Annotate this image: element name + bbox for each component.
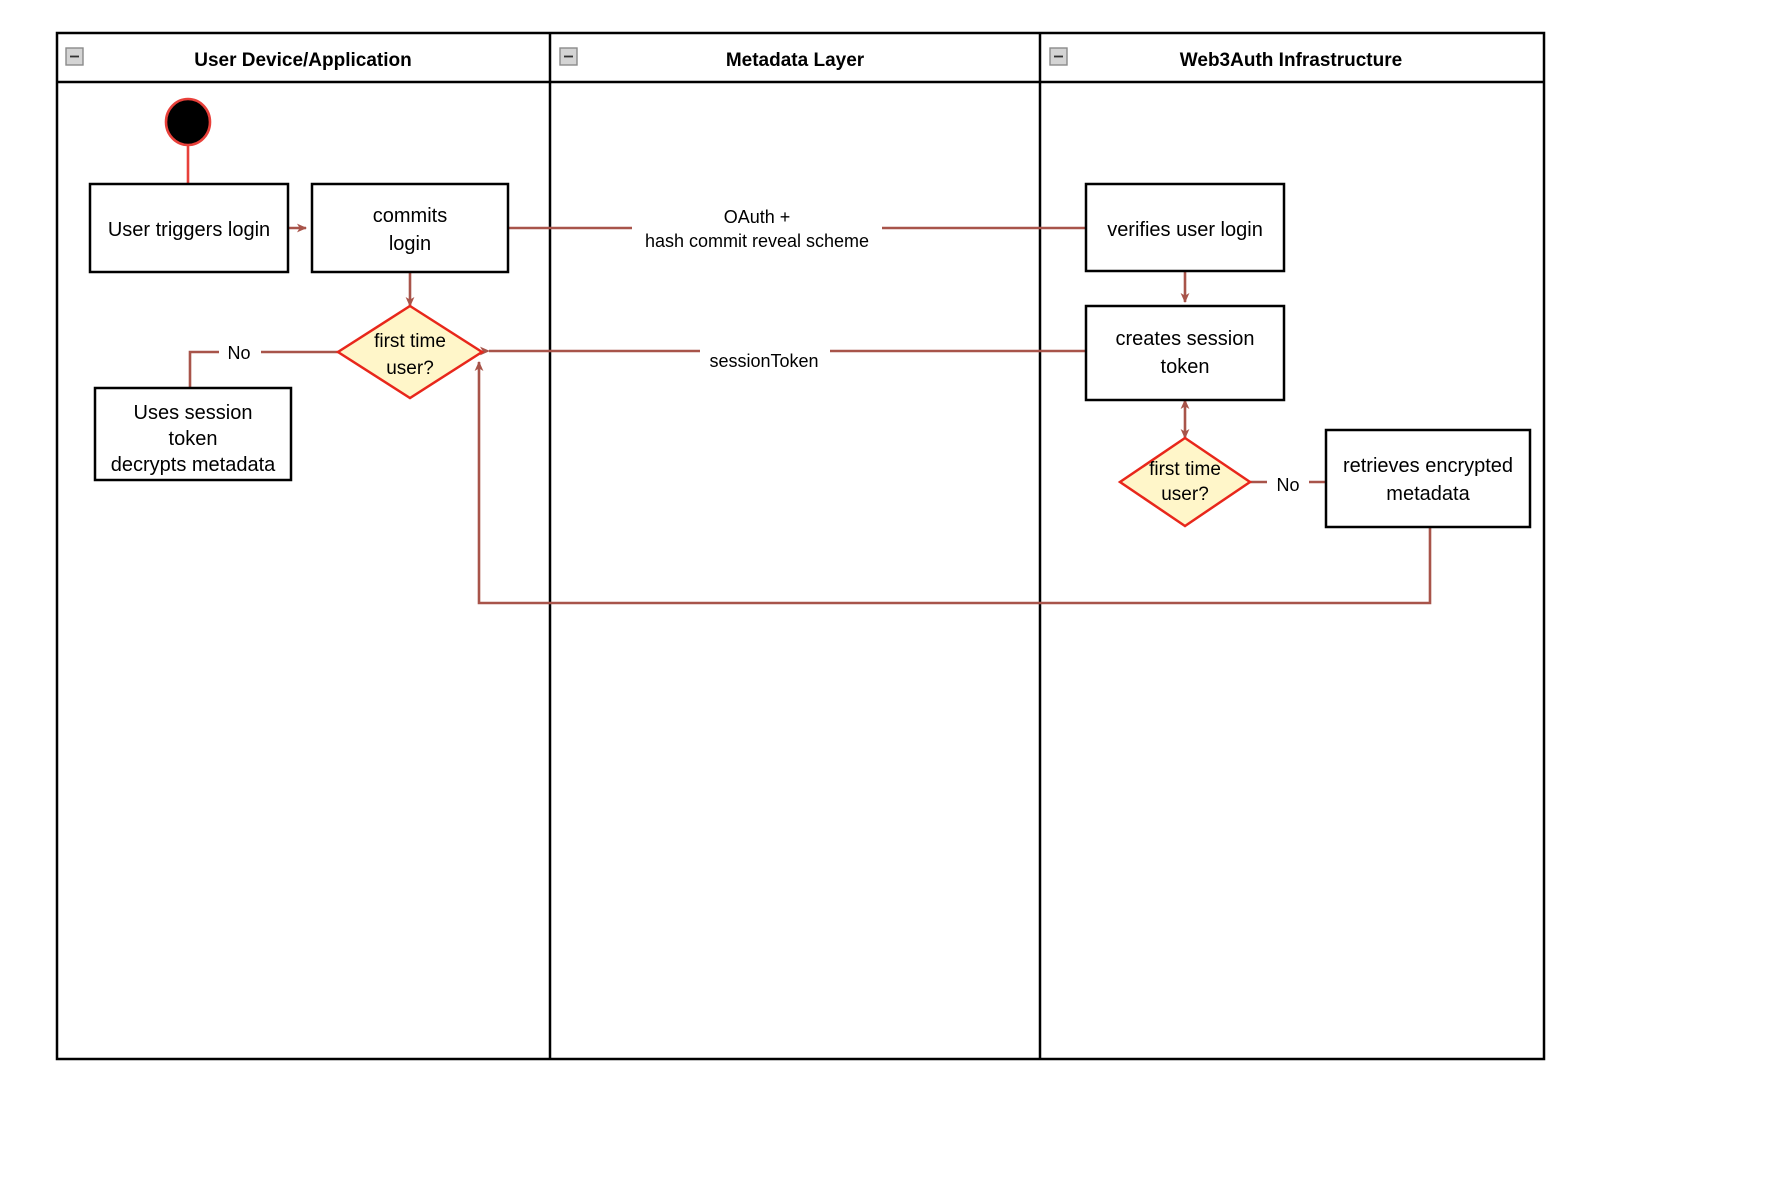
edge-label-oauth-line1: OAuth +: [724, 207, 791, 227]
collapse-minus-icon[interactable]: [65, 47, 84, 66]
edge-label-oauth-line2: hash commit reveal scheme: [645, 231, 869, 251]
node-label-commits-login-line2: login: [389, 233, 431, 255]
lane-header-user-device: User Device/Application: [65, 47, 412, 71]
node-start[interactable]: [164, 97, 212, 147]
lane-header-metadata: Metadata Layer: [559, 47, 865, 71]
node-label-verifies-user-login: verifies user login: [1107, 219, 1263, 241]
lane-title-metadata: Metadata Layer: [726, 50, 865, 71]
edge-label-no-client: No: [219, 338, 261, 365]
node-user-triggers-login[interactable]: User triggers login: [88, 182, 290, 274]
decision-label-server-line1: first time: [1149, 459, 1221, 480]
node-label-retrieves-line1: retrieves encrypted: [1343, 455, 1513, 477]
node-label-creates-session-line2: token: [1161, 356, 1210, 378]
node-label-uses-session-line1: Uses session: [134, 402, 253, 424]
edge-decision-no-client: [188, 350, 345, 388]
edge-label-oauth: OAuth + hash commit reveal scheme: [632, 200, 882, 256]
edge-label-no-server: No: [1267, 470, 1309, 497]
node-retrieves-encrypted-metadata[interactable]: retrieves encrypted metadata: [1324, 428, 1532, 529]
collapse-minus-icon[interactable]: [559, 47, 578, 66]
node-uses-session-token[interactable]: Uses session token decrypts metadata: [93, 386, 293, 482]
decision-label-client-line1: first time: [374, 331, 446, 352]
node-label-creates-session-line1: creates session: [1116, 328, 1255, 350]
node-label-uses-session-line3: decrypts metadata: [111, 454, 276, 476]
lane-title-web3auth: Web3Auth Infrastructure: [1180, 50, 1402, 71]
edge-label-no-client-text: No: [227, 343, 250, 363]
lane-title-user-device: User Device/Application: [194, 50, 412, 71]
node-label-retrieves-line2: metadata: [1386, 483, 1470, 505]
edge-retrieves-back-to-client-decision: [474, 361, 1432, 605]
node-label-uses-session-line2: token: [169, 428, 218, 450]
edge-label-session-token-text: sessionToken: [709, 351, 818, 371]
node-first-time-user-client[interactable]: first time user?: [335, 304, 485, 400]
edge-label-no-server-text: No: [1276, 475, 1299, 495]
node-commits-login[interactable]: commits login: [310, 182, 510, 274]
lane-header-web3auth: Web3Auth Infrastructure: [1049, 47, 1402, 71]
node-first-time-user-server[interactable]: first time user?: [1117, 436, 1253, 528]
node-creates-session-token[interactable]: creates session token: [1084, 304, 1286, 402]
node-label-commits-login-line1: commits: [373, 205, 447, 227]
collapse-minus-icon[interactable]: [1049, 47, 1068, 66]
edge-label-session-token: sessionToken: [700, 338, 830, 371]
node-verifies-user-login[interactable]: verifies user login: [1084, 182, 1286, 273]
decision-label-client-line2: user?: [386, 358, 434, 379]
node-label-user-triggers-login: User triggers login: [108, 219, 270, 241]
swimlane-frame: [55, 31, 1546, 1061]
decision-label-server-line2: user?: [1161, 484, 1209, 505]
